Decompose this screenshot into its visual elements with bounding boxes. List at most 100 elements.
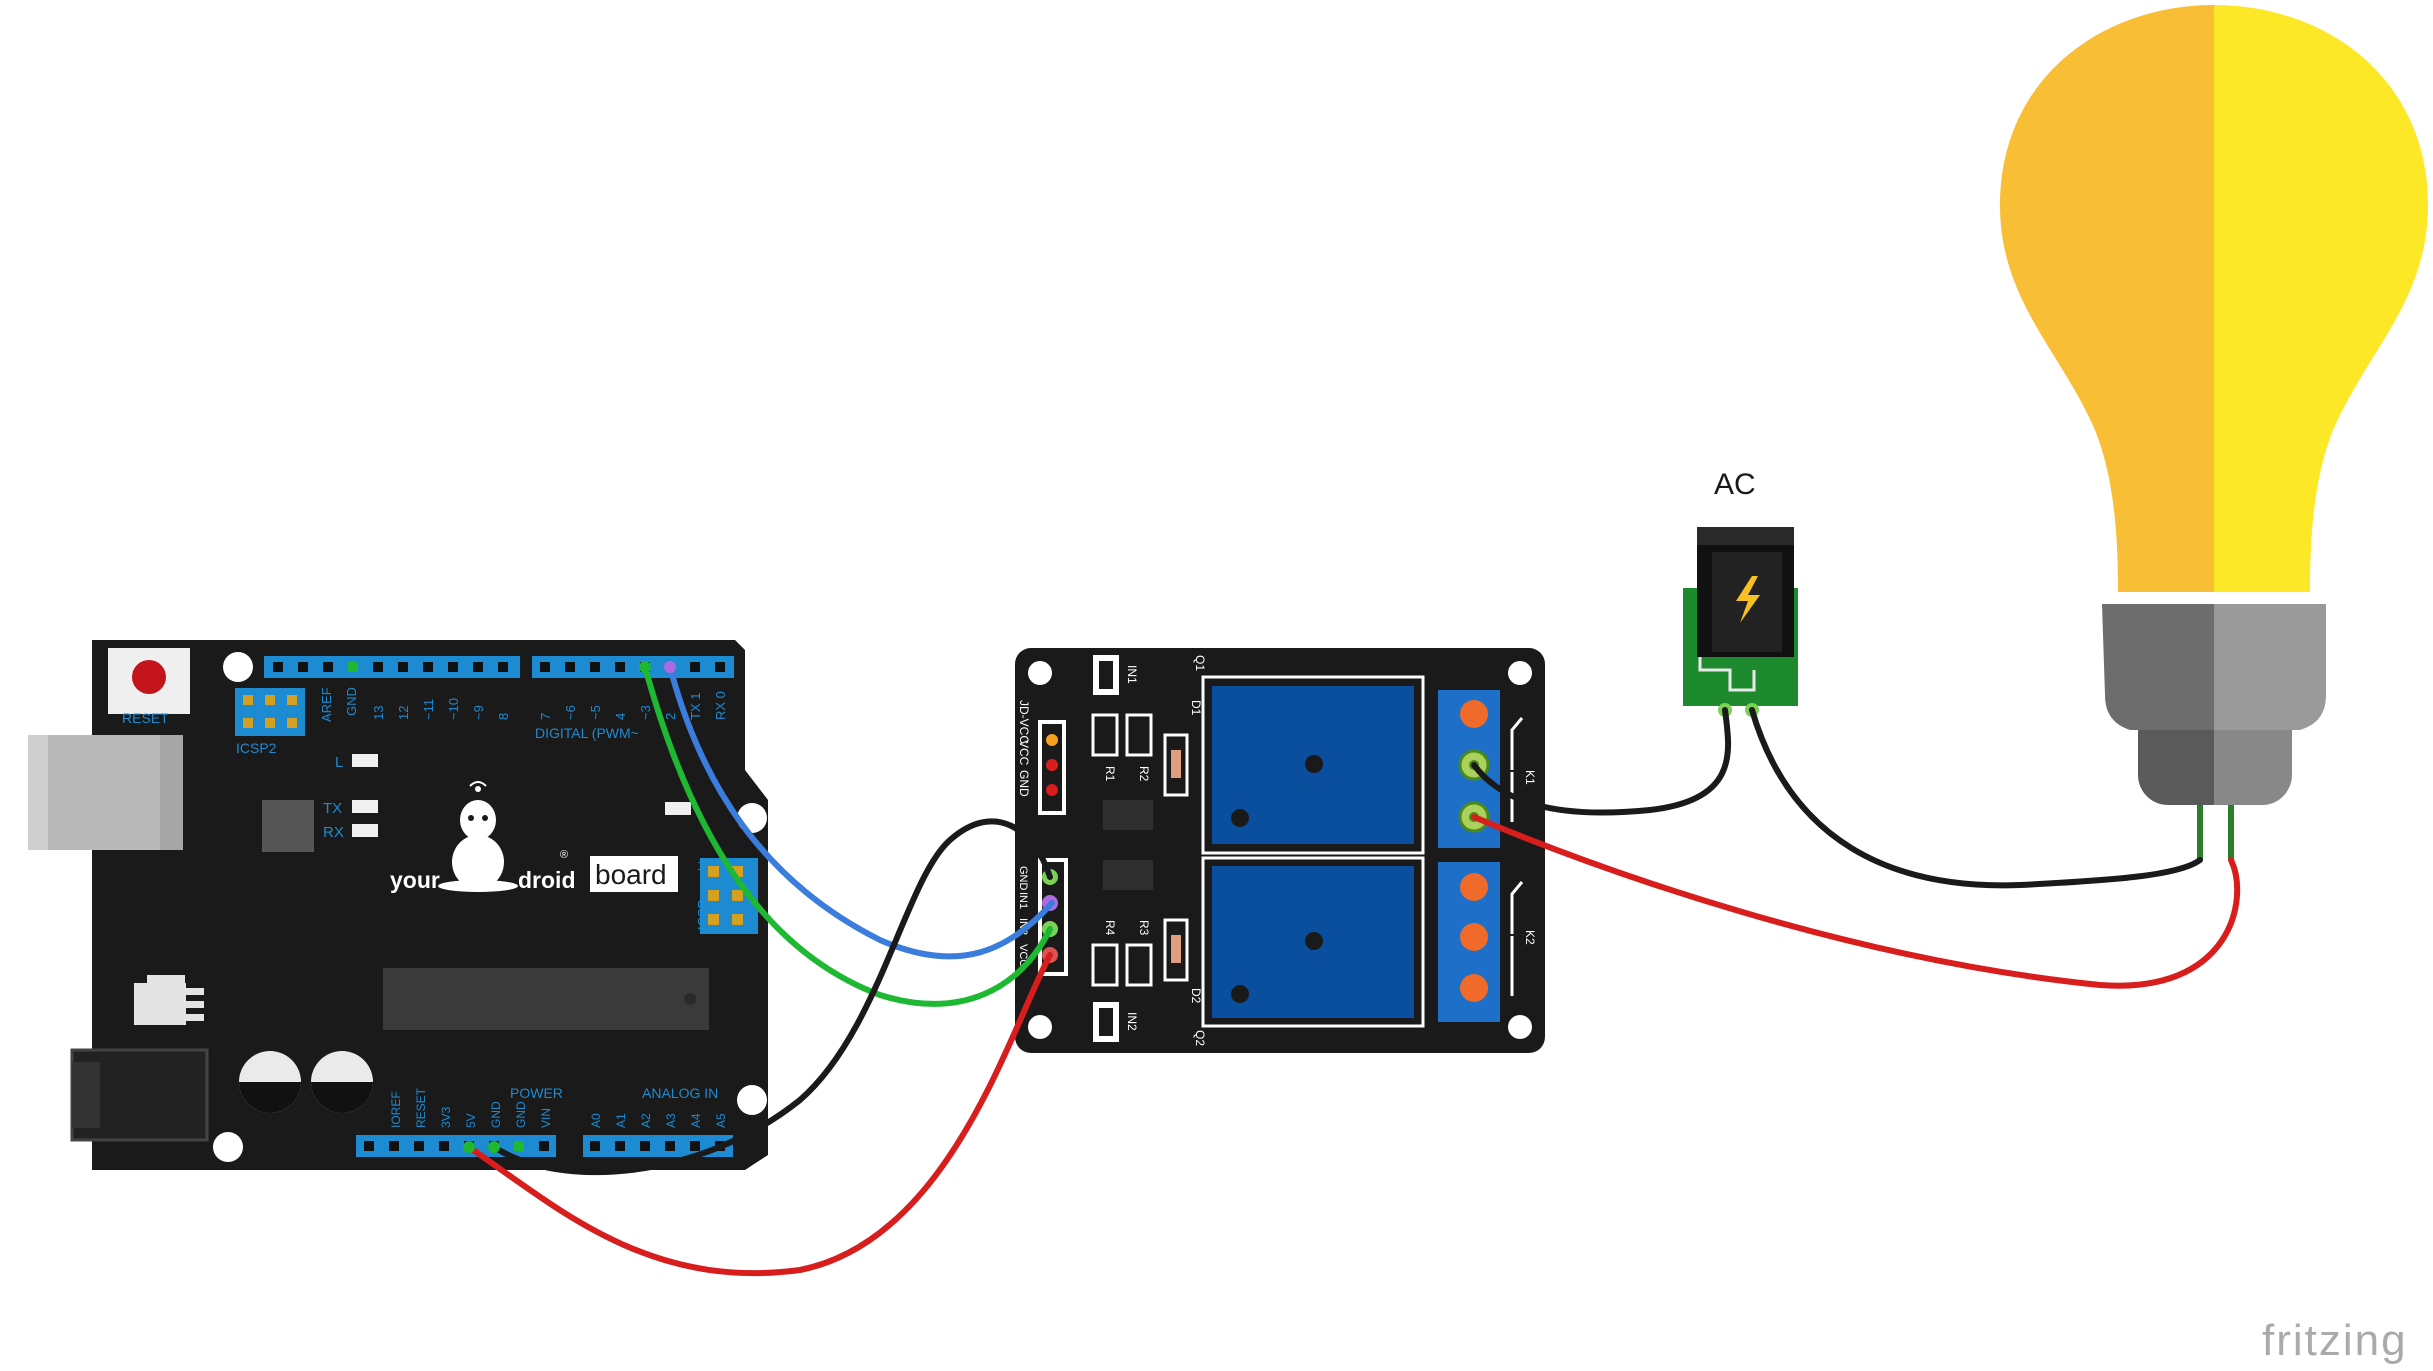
relay-header-pin-label: GND	[1017, 770, 1031, 797]
relay-input-pin-label: GND	[1017, 866, 1029, 891]
mount-hole	[213, 1132, 243, 1162]
resistor-r3	[1125, 943, 1153, 987]
pin-label: ~5	[588, 705, 603, 720]
fritzing-watermark: fritzing	[2262, 1316, 2408, 1365]
mount-hole	[737, 1085, 767, 1115]
relay-component-label: R2	[1137, 766, 1151, 782]
aref-label: AREF	[319, 687, 334, 722]
pin-label: 8	[496, 713, 511, 720]
pin-label: 2	[663, 713, 678, 720]
pin-label: IOREF	[389, 1091, 403, 1128]
arduino-pcb	[92, 640, 768, 1170]
analog-header	[583, 1135, 733, 1157]
relay-k2-outline	[1201, 856, 1425, 1028]
relay-input-pin-label: IN1	[1017, 892, 1029, 909]
wire-red-bulb	[1471, 814, 2241, 989]
digital-label: DIGITAL (PWM~	[535, 725, 639, 741]
relay-header-pin-label: VCC	[1017, 740, 1031, 766]
relay-component-label: IN2	[1125, 1012, 1139, 1031]
brand-board-box	[590, 856, 678, 892]
relay-component-label: K1	[1523, 770, 1537, 785]
pin-label: TX 1	[688, 693, 703, 720]
pin-label: A2	[639, 1113, 653, 1128]
k2-symbol	[1510, 881, 1524, 996]
relay-component-label: D1	[1189, 700, 1203, 716]
led-tx-label: TX	[323, 800, 342, 817]
pin-label: 13	[371, 706, 386, 720]
diode-d1	[1163, 733, 1189, 797]
icsp2-label: ICSP2	[236, 740, 277, 756]
pin-label: A4	[689, 1113, 703, 1128]
power-header	[356, 1135, 556, 1157]
pin-label: ~11	[421, 699, 436, 720]
light-bulb	[2000, 5, 2428, 860]
relay-component-label: R1	[1103, 766, 1117, 782]
pin-label: ~3	[638, 705, 653, 720]
analog-label: ANALOG IN	[642, 1085, 718, 1101]
led-rx-label: RX	[323, 824, 344, 841]
reset-label: RESET	[122, 710, 169, 726]
icsp-pin-1-label: 1	[697, 858, 704, 873]
pin-label: ~10	[446, 698, 461, 720]
usb-connector	[28, 735, 183, 850]
analog-pin-labels: A0 A1 A2 A3 A4 A5	[589, 1113, 728, 1128]
mount-hole	[1028, 661, 1052, 685]
led-on	[665, 802, 691, 815]
digital-header-left	[264, 656, 520, 678]
pin-label: RESET	[414, 1087, 428, 1128]
icsp2-header	[235, 688, 305, 736]
brand-reg: ®	[560, 849, 568, 861]
pin-label: 5V	[464, 1113, 478, 1128]
droid-mascot	[438, 781, 518, 892]
digital-header-right	[532, 656, 734, 678]
reset-button-cap[interactable]	[132, 660, 166, 694]
wire-green	[642, 664, 1053, 1007]
capacitor	[311, 1051, 373, 1113]
pin-label: GND	[514, 1101, 528, 1128]
relay-component-label: K2	[1523, 930, 1537, 945]
pin-label: GND	[489, 1101, 503, 1128]
microcontroller-chip	[383, 968, 709, 1030]
pin-label: A0	[589, 1113, 603, 1128]
ac-label: AC	[1714, 468, 1756, 501]
relay-component-label: R3	[1137, 920, 1151, 936]
pin-label: A3	[664, 1113, 678, 1128]
wire-black-bulb	[1749, 707, 2203, 889]
resistor-r4	[1091, 943, 1119, 987]
relay-component-label: D2	[1189, 988, 1203, 1004]
mount-hole	[1508, 661, 1532, 685]
optocoupler-2	[1103, 860, 1153, 890]
led-l	[352, 754, 378, 767]
voltage-regulator	[134, 975, 204, 1025]
relay-component-label: IN1	[1125, 665, 1139, 684]
pin-label: 12	[396, 706, 411, 720]
led-l-label: L	[335, 754, 343, 771]
led-rx	[352, 824, 378, 837]
pin-label: 3V3	[439, 1106, 453, 1128]
brand-your: your	[390, 867, 440, 893]
ac-power-source: AC	[1683, 468, 1798, 717]
pin-label: RX 0	[713, 691, 728, 720]
pin-label: A5	[714, 1113, 728, 1128]
relay-k1-outline	[1201, 675, 1425, 855]
terminal-block-k2	[1438, 862, 1500, 1022]
power-label: POWER	[510, 1085, 563, 1101]
resistor-r2	[1125, 713, 1153, 757]
optocoupler-1	[1103, 800, 1153, 830]
relay-component-label: R4	[1103, 920, 1117, 936]
relay-component-label: Q2	[1193, 1030, 1207, 1046]
pin-label: A1	[614, 1113, 628, 1128]
pin-label: ~6	[563, 705, 578, 720]
resistor-r1	[1091, 713, 1119, 757]
mount-hole	[1508, 1015, 1532, 1039]
relay-component-label: Q1	[1193, 655, 1207, 671]
pin-label: 7	[538, 713, 553, 720]
bulb-base	[2102, 604, 2214, 730]
icsp-label: ICSP	[695, 900, 710, 930]
brand-board: board	[595, 859, 667, 890]
